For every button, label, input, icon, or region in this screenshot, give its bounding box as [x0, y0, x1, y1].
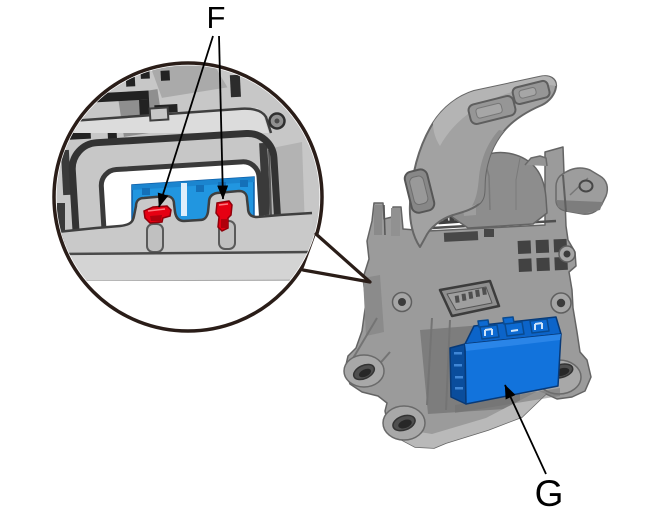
connector-g [449, 316, 562, 413]
mounting-foot-left-bottom [382, 405, 426, 441]
leader-arrow-g [504, 384, 547, 475]
screw-head [268, 112, 286, 130]
shift-lever-assembly [343, 75, 609, 449]
shift-handle [403, 75, 558, 248]
tab-slot-left [146, 223, 164, 253]
housing-ledge [56, 106, 273, 134]
vent-grid [517, 238, 568, 272]
leader-arrow-f-left [157, 35, 214, 208]
screw-boss-right [550, 292, 572, 314]
handle-button-recess-lower [467, 95, 517, 125]
handle-side-window [403, 168, 436, 214]
base-left-shade [363, 275, 384, 336]
body-socket [438, 279, 501, 318]
bracket-arm-hole [578, 179, 594, 193]
left-tabs [374, 204, 400, 236]
retaining-clip-left [143, 205, 172, 224]
leader-arrow-f-right [217, 35, 229, 200]
retaining-clip-right [215, 200, 233, 232]
label-f: F [207, 0, 226, 35]
bracket-arm [555, 167, 609, 215]
handle-button-recess-upper [511, 79, 551, 106]
screw-boss-upper-right [558, 245, 576, 263]
label-g: G [535, 473, 564, 512]
screw-boss-left [391, 291, 413, 313]
callout-tail [303, 234, 370, 282]
detail-callout [52, 61, 372, 333]
annotations: F G [157, 0, 564, 512]
mounting-foot-left-top [343, 354, 385, 388]
base-bottom-rim [388, 391, 546, 448]
front-wall [56, 189, 314, 253]
right-column-step [524, 155, 548, 167]
front-slots [443, 229, 494, 242]
connector-shadow [455, 388, 560, 413]
